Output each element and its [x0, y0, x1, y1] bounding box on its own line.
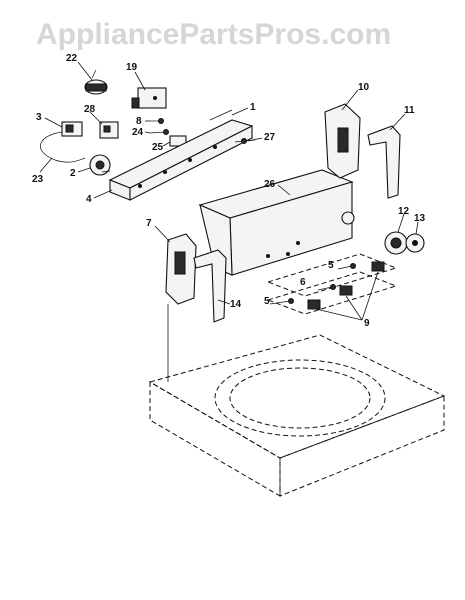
part-4-control-panel	[108, 109, 254, 201]
part-7-left-end-cap	[165, 233, 197, 305]
callout-labels: 22 19 1 3 28 8 24 25 27 23 2 4 26 10 11 …	[32, 53, 426, 329]
callout-13: 13	[414, 213, 426, 224]
callout-25: 25	[152, 142, 164, 153]
part-5-screw-upper	[337, 263, 356, 270]
part-9-push-button-b	[339, 285, 353, 296]
callout-24: 24	[132, 127, 144, 138]
callout-5-lower: 5	[264, 296, 270, 307]
part-28-switch	[99, 121, 119, 139]
leader-lines	[39, 61, 419, 382]
callout-4: 4	[86, 194, 92, 205]
part-24-screw	[149, 129, 169, 135]
part-22-timer-motor	[84, 69, 108, 95]
part-10-right-end-cap	[324, 103, 361, 179]
part-23-wire-lead	[40, 131, 86, 163]
callout-22: 22	[66, 53, 78, 64]
callout-23: 23	[32, 174, 44, 185]
buttons-dashed-group	[266, 253, 398, 315]
cabinet-top-outline	[148, 334, 446, 497]
part-11-right-end-cover	[367, 125, 401, 199]
part-6-screw	[317, 284, 336, 291]
callout-8: 8	[136, 116, 142, 127]
part-26-console-backsplash	[198, 169, 355, 276]
callout-7: 7	[146, 218, 152, 229]
part-9-push-button-a	[371, 261, 385, 272]
callout-14: 14	[230, 299, 242, 310]
callout-1-top: 1	[250, 102, 256, 113]
watermark-logo-text: AppliancePartsPros.com	[36, 18, 391, 51]
callout-28: 28	[84, 104, 96, 115]
callout-2: 2	[70, 168, 76, 179]
callout-10: 10	[358, 82, 370, 93]
part-12-knob-skirt	[384, 231, 408, 255]
callout-5-upper: 5	[328, 260, 334, 271]
part-19-control-module	[131, 87, 167, 109]
part-8-screw	[150, 118, 164, 124]
part-3-switch	[61, 121, 83, 137]
part-2-rotary-switch	[89, 154, 111, 176]
callout-6: 6	[300, 277, 306, 288]
callout-27: 27	[264, 132, 276, 143]
callout-11: 11	[404, 105, 415, 116]
part-5-screw-lower	[269, 298, 294, 305]
callout-9: 9	[364, 318, 370, 329]
part-9-push-button-c	[307, 299, 321, 310]
callout-26: 26	[264, 179, 276, 190]
callout-12: 12	[398, 206, 410, 217]
part-14-left-end-cover	[193, 249, 227, 323]
part-13-knob	[405, 233, 425, 253]
part-27-screw	[234, 138, 256, 144]
callout-3: 3	[36, 112, 42, 123]
callout-19: 19	[126, 62, 138, 73]
